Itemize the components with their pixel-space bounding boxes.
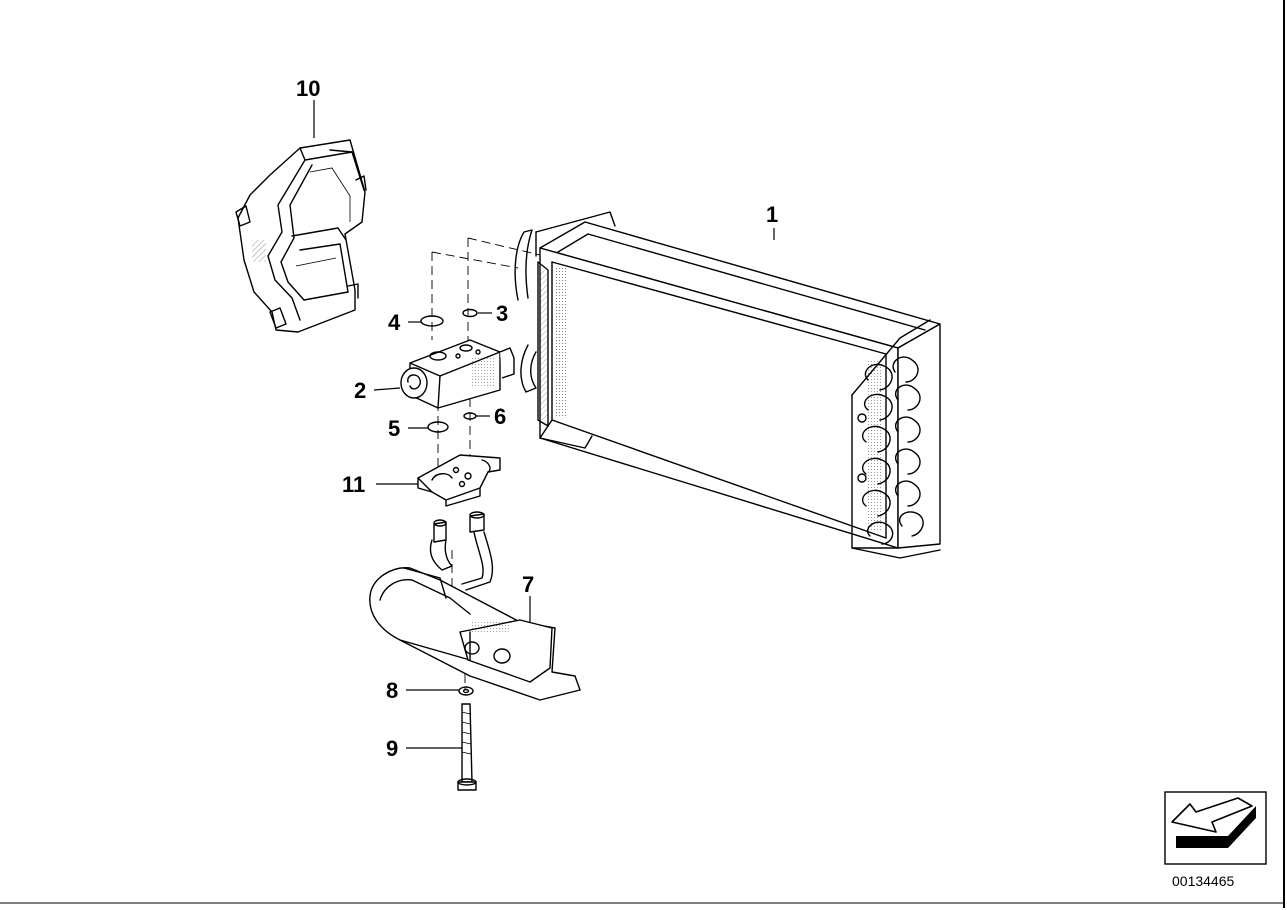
part-9-bolt bbox=[457, 703, 477, 791]
part-3-o-ring bbox=[462, 308, 478, 318]
part-1-evaporator bbox=[514, 211, 941, 559]
callout-4: 4 bbox=[388, 310, 401, 335]
part-8-washer bbox=[458, 686, 474, 696]
callout-10: 10 bbox=[296, 76, 320, 101]
part-11-bracket-plate bbox=[417, 454, 501, 507]
leader-lines bbox=[313, 100, 775, 749]
callout-11: 11 bbox=[342, 472, 365, 497]
part-5-o-ring bbox=[427, 421, 449, 433]
arrow-down-left-icon bbox=[1171, 797, 1256, 848]
callout-7: 7 bbox=[522, 572, 534, 597]
document-number: 00134465 bbox=[1172, 873, 1235, 889]
callout-3: 3 bbox=[496, 301, 508, 326]
callout-9: 9 bbox=[386, 736, 398, 761]
callout-5: 5 bbox=[388, 416, 400, 441]
part-10-housing-cover bbox=[235, 139, 367, 333]
part-4-o-ring bbox=[420, 315, 444, 327]
callout-1: 1 bbox=[766, 202, 778, 227]
callout-2: 2 bbox=[354, 378, 366, 403]
nav-arrow-box[interactable] bbox=[1164, 791, 1267, 865]
callout-8: 8 bbox=[386, 678, 398, 703]
part-2-expansion-valve bbox=[400, 339, 515, 409]
callout-6: 6 bbox=[494, 404, 506, 429]
part-7-pipe-assembly bbox=[369, 511, 581, 701]
